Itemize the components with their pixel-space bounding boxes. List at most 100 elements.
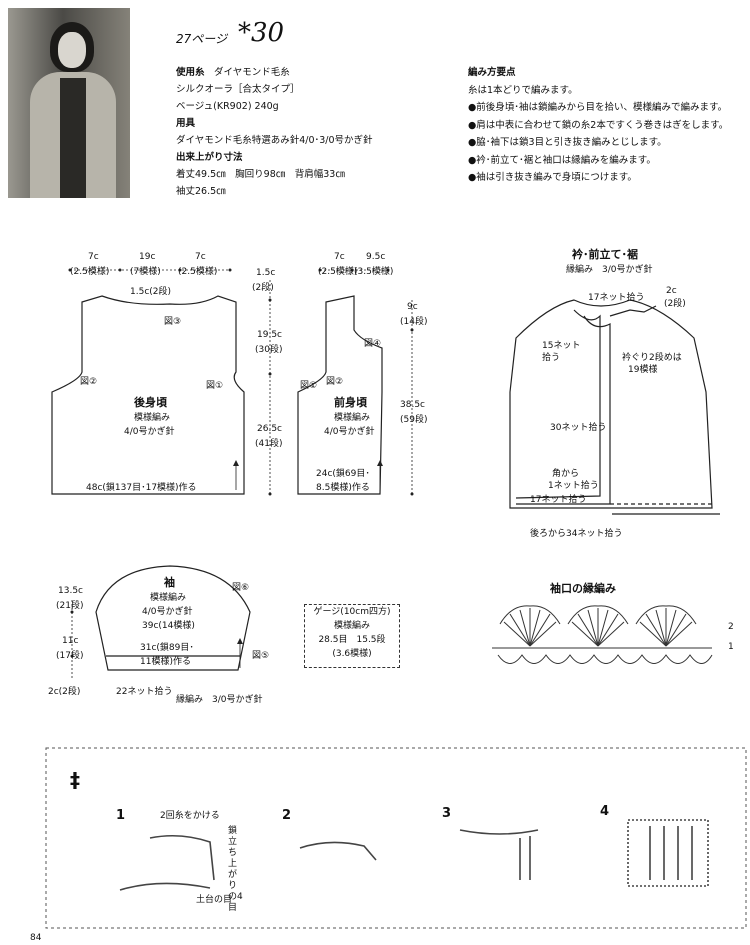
- front-body-outline: [297, 295, 383, 495]
- point-item: ●脇･袖下は鎖3目と引き抜き編みとじします。: [468, 137, 667, 148]
- collar-back34: 後ろから34ネット拾う: [530, 529, 623, 539]
- height-lower: 26.5c: [257, 424, 282, 434]
- sleeve-cap-sub: (21段): [56, 601, 84, 611]
- collar-corner-2: 1ネット拾う: [548, 481, 599, 491]
- note-chain: 鎖立ち上がりの4目: [228, 826, 243, 913]
- sleeve-edge: 縁編み 3/0号かぎ針: [176, 695, 263, 705]
- front-neck-sub: (14段): [400, 317, 428, 327]
- cuff-row-1: 1: [728, 642, 734, 652]
- gauge-pattern: 模様編み: [333, 621, 370, 631]
- materials-block: 使用糸 ダイヤモンド毛糸 シルクオーラ［合太タイプ］ ベージュ(KR902) 2…: [176, 64, 373, 200]
- front-total: 38.5c: [400, 400, 425, 410]
- collar-top-pick: 17ネット拾う: [588, 293, 645, 303]
- gauge-line-1: 28.5目 15.5段: [318, 635, 386, 645]
- knitting-points: 編み方要点 糸は1本どりで編みます。 ●前後身頃･袖は鎖編みから目を拾い、模様編…: [468, 64, 728, 187]
- height-arm: 19.5c: [257, 330, 282, 340]
- back-width-left-sub: (2.5模様): [70, 267, 110, 277]
- collar-dec-2: 19模様: [628, 365, 658, 375]
- back-hook: 4/0号かぎ針: [124, 427, 175, 437]
- note-base: 土台の目: [196, 895, 233, 905]
- fig-5: 図⑤: [252, 651, 270, 661]
- sleeve-band: 2c(2段): [48, 687, 81, 697]
- back-bottom: 48c(鎖137目･17模様)作る: [86, 483, 197, 493]
- back-width-mid: 19c: [139, 252, 156, 262]
- back-width-left: 7c: [88, 252, 99, 262]
- pattern-number: *30: [238, 18, 285, 48]
- back-title: 後身頃: [134, 396, 167, 409]
- back-neck-drop: 1.5c(2段): [130, 287, 172, 297]
- collar-band: [515, 309, 601, 499]
- point-item: ●肩は中表に合わせて鎖の糸2本ですくう巻きはぎをします。: [468, 119, 729, 131]
- collar-n15: 15ネット: [542, 341, 581, 351]
- back-width-right-sub: (2.5模様): [178, 267, 218, 277]
- sleeve-cap: 13.5c: [58, 586, 83, 596]
- collar-body-outline: [509, 299, 713, 509]
- fig-1-front: 図①: [300, 381, 318, 391]
- front-pattern: 模様編み: [334, 413, 371, 423]
- front-bottom-2: 8.5模様)作る: [316, 483, 370, 493]
- front-width-right: 9.5c: [366, 252, 386, 262]
- yarn-name: シルクオーラ［合太タイプ］: [176, 84, 300, 95]
- sleeve-side: 11c: [62, 636, 79, 646]
- technique-box: [45, 747, 747, 929]
- collar-corner: 角から: [552, 469, 580, 479]
- sleeve-width: 39c(14模様): [142, 621, 195, 631]
- yarn-label: 使用糸: [176, 67, 205, 78]
- gauge-box: ゲージ(10cm四方) 模様編み 28.5目 15.5段 (3.6模様): [304, 604, 400, 668]
- sleeve-bottom: 31c(鎖89目･: [140, 643, 194, 653]
- sleeve-pattern: 模様編み: [150, 593, 187, 603]
- collar-sub: 縁編み 3/0号かぎ針: [566, 265, 653, 275]
- gauge-title: ゲージ(10cm四方): [313, 607, 391, 617]
- tools-label: 用具: [176, 118, 196, 129]
- fig-3: 図③: [164, 317, 182, 327]
- point-item: ●袖は引き抜き編みで身頃につけます。: [468, 172, 637, 183]
- sleeve-side-sub: (17段): [56, 651, 84, 661]
- yarn-brand: ダイヤモンド毛糸: [214, 67, 290, 78]
- fig-1: 図①: [206, 381, 224, 391]
- collar-title: 衿･前立て･裾: [572, 248, 638, 261]
- page-reference: 27ページ: [176, 32, 228, 46]
- note-wrap: 2回糸をかける: [160, 811, 220, 821]
- tools-text: ダイヤモンド毛糸特選あみ針4/0･3/0号かぎ針: [176, 135, 373, 146]
- front-width-right-sub: (3.5模様): [354, 267, 394, 277]
- collar-dec: 衿ぐり2段めは: [622, 353, 682, 363]
- collar-n30: 30ネット拾う: [550, 423, 607, 433]
- front-width-left: 7c: [334, 252, 345, 262]
- step-3: 3: [442, 806, 452, 821]
- sleeve-pick: 22ネット拾う: [116, 687, 173, 697]
- points-title: 編み方要点: [468, 67, 516, 78]
- size-label: 出来上がり寸法: [176, 152, 243, 163]
- collar-n17: 17ネット拾う: [530, 495, 587, 505]
- fig-4: 図④: [364, 339, 382, 349]
- front-width-left-sub: (2.5模様): [318, 267, 358, 277]
- step-1: 1: [116, 808, 126, 823]
- back-body-outline: [51, 295, 245, 495]
- size-line-2: 袖丈26.5㎝: [176, 186, 226, 197]
- collar-band-sub: (2段): [664, 299, 686, 309]
- fig-6: 図⑥: [232, 583, 250, 593]
- cuff-row-2: 2: [728, 622, 734, 632]
- back-width-right: 7c: [195, 252, 206, 262]
- front-total-sub: (59段): [400, 415, 428, 425]
- dimension-point: [68, 268, 72, 272]
- treble-crochet-symbol-icon: ‡: [70, 768, 80, 792]
- step-4: 4: [600, 804, 610, 819]
- sleeve-bottom-2: 11模様)作る: [140, 657, 191, 667]
- model-photo: [8, 8, 130, 198]
- cuff-title: 袖口の縁編み: [550, 582, 616, 595]
- front-neck: 9c: [407, 302, 418, 312]
- collar-n15b: 拾う: [542, 353, 561, 363]
- yarn-color: ベージュ(KR902) 240g: [176, 101, 279, 112]
- points-intro: 糸は1本どりで編みます。: [468, 84, 578, 96]
- back-width-mid-sub: (7模様): [130, 267, 161, 277]
- collar-band: 2c: [666, 286, 677, 296]
- page-number: 84: [30, 933, 42, 943]
- front-bottom: 24c(鎖69目･: [316, 469, 370, 479]
- point-item: ●前後身頃･袖は鎖編みから目を拾い、模様編みで編みます。: [468, 102, 728, 113]
- point-item: ●衿･前立て･裾と袖口は縁編みを編みます。: [468, 154, 656, 166]
- size-line-1: 着丈49.5㎝ 胸回り98㎝ 背肩幅33㎝: [176, 169, 345, 180]
- sleeve-outline: [95, 565, 251, 671]
- step-2: 2: [282, 808, 292, 823]
- cuff-stitch-chart: [492, 605, 713, 664]
